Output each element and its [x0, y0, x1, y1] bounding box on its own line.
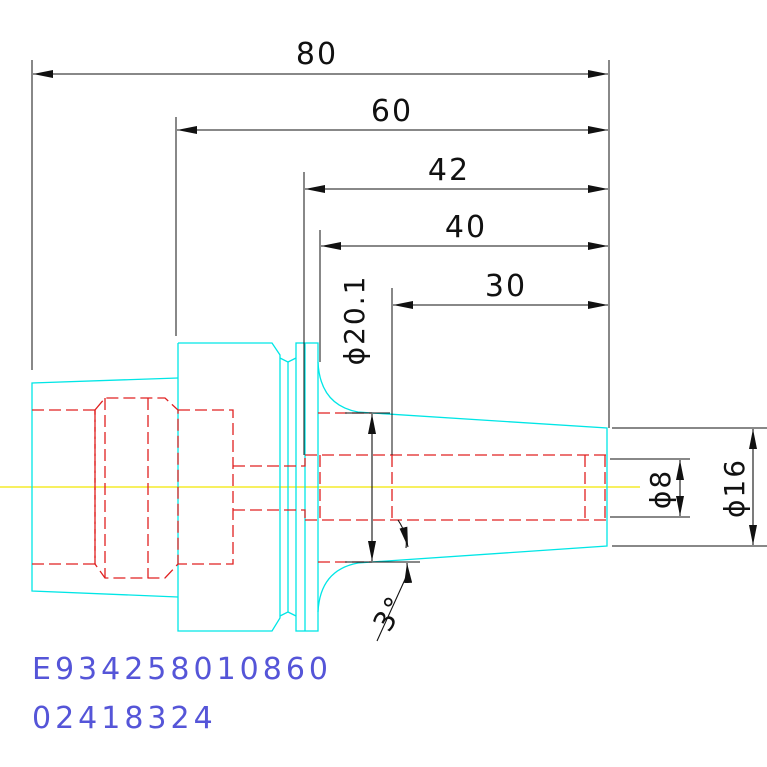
angle-leader: [376, 574, 408, 642]
angle-leader-bottom: [404, 562, 413, 584]
dim-label-40: 40: [445, 210, 487, 245]
shank-taper-outline: [31, 377, 179, 598]
dimension-lines: [33, 70, 757, 642]
dim-label-phi16: ϕ16: [718, 458, 751, 518]
groove-outline: [279, 357, 289, 617]
angle-leader-top: [399, 526, 409, 548]
groove-wall: [287, 357, 297, 363]
dim-label-phi8: ϕ8: [644, 469, 677, 509]
hidden-lines: [32, 397, 607, 579]
dim-label-80: 80: [296, 37, 338, 72]
hidden-small-bore-bottom: [233, 509, 306, 520]
hidden-collar-bore: [178, 409, 234, 565]
dim-label-42: 42: [428, 153, 470, 188]
nose-fillet-lower: [317, 561, 373, 613]
hidden-small-bore-top: [233, 455, 306, 467]
dim-label-angle: 3°: [367, 589, 413, 637]
hidden-pocket: [94, 397, 179, 579]
part-code-line2: 02418324: [32, 701, 217, 736]
flange-ring: [295, 342, 319, 632]
collar-outline: [177, 342, 281, 632]
nose-fillet-upper: [317, 361, 373, 414]
groove-wall-lower: [287, 611, 297, 617]
nose-taper-outline: [371, 412, 608, 563]
dim-label-60: 60: [371, 94, 413, 129]
part-code-line1: E934258010860: [32, 652, 332, 687]
dim-label-phi20: ϕ20.1: [338, 275, 371, 366]
extension-lines: [31, 60, 767, 563]
dim-label-30: 30: [485, 269, 527, 304]
part-outline: [31, 342, 608, 632]
